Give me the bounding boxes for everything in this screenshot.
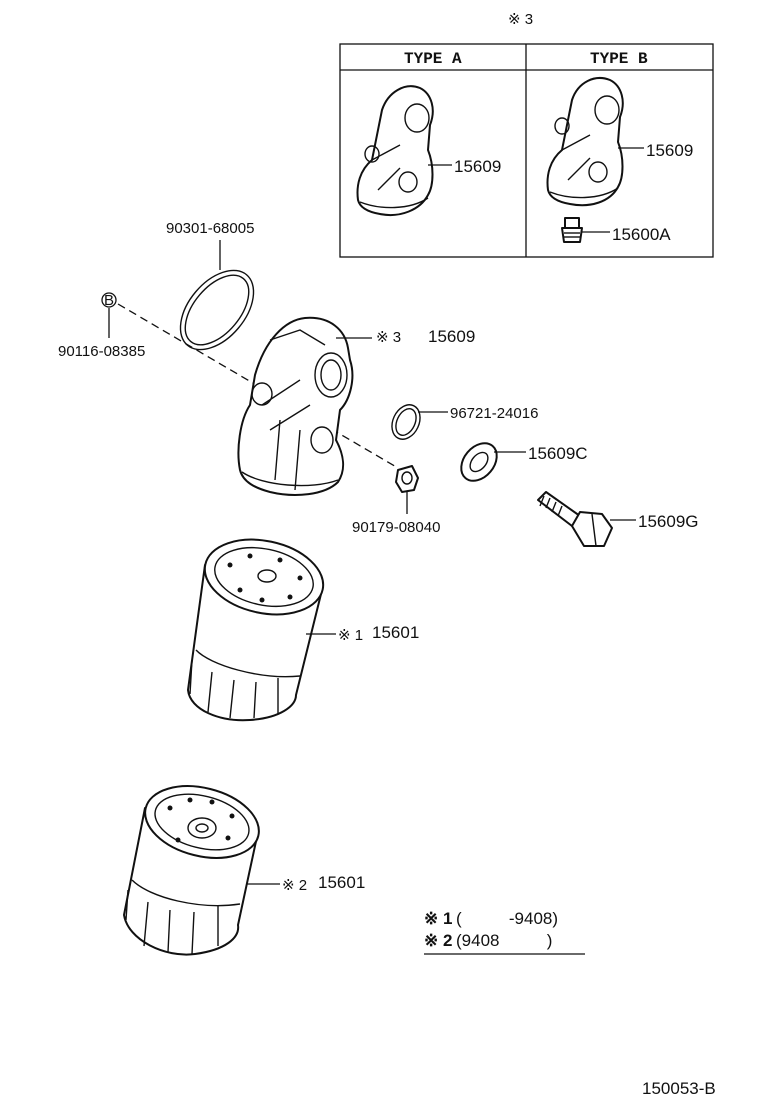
ref-mark-top: ※ 3 (508, 11, 533, 28)
bolt-b-marker-letter: B (104, 292, 114, 309)
washer-drawing (460, 442, 498, 482)
union-bolt-label: 15609G (638, 512, 699, 531)
applicability-notes: ※ 1 ( -9408) ※ 2 (9408 ) (424, 909, 585, 955)
bolt-b-label: 90116-08385 (58, 343, 145, 360)
note-2-range: (9408 ) (456, 931, 552, 950)
type-b-bracket-drawing (546, 77, 624, 207)
note-1-mark: ※ 1 (424, 909, 452, 928)
type-b-header: TYPE B (590, 50, 648, 68)
type-table: TYPE A TYPE B 15609 15609 (339, 43, 714, 258)
o-ring-label: 90301-68005 (166, 220, 254, 237)
note-1-range: ( -9408) (456, 909, 558, 928)
bracket-ref-mark: ※ 3 (376, 329, 401, 346)
bolt-b-marker: B (101, 292, 117, 309)
filter-2-label: 15601 (318, 873, 365, 892)
figure-code: 150053-B (642, 1079, 716, 1098)
filter-1-label: 15601 (372, 623, 419, 642)
washer-label: 15609C (528, 444, 588, 463)
o-ring-large-drawing (179, 269, 255, 351)
type-b-part-label-1: 15609 (646, 141, 693, 160)
type-b-part-label-2: 15600A (612, 225, 671, 244)
oil-filter-2-drawing (123, 785, 260, 956)
plug-drawing (395, 465, 419, 493)
gasket-small-drawing (391, 404, 421, 440)
plug-label: 90179-08040 (352, 519, 440, 536)
oil-filter-1-drawing (187, 538, 325, 722)
bracket-drawing (237, 316, 354, 496)
bracket-label: 15609 (428, 327, 475, 346)
type-a-bracket-drawing (356, 85, 434, 216)
note-2-mark: ※ 2 (424, 931, 452, 950)
gasket-small-label: 96721-24016 (450, 405, 538, 422)
type-a-header: TYPE A (404, 50, 462, 68)
filter-2-ref-mark: ※ 2 (282, 877, 307, 894)
type-a-part-label: 15609 (454, 157, 501, 176)
filter-1-ref-mark: ※ 1 (338, 627, 363, 644)
type-b-plug-drawing (561, 217, 583, 243)
union-bolt-drawing (537, 491, 613, 547)
